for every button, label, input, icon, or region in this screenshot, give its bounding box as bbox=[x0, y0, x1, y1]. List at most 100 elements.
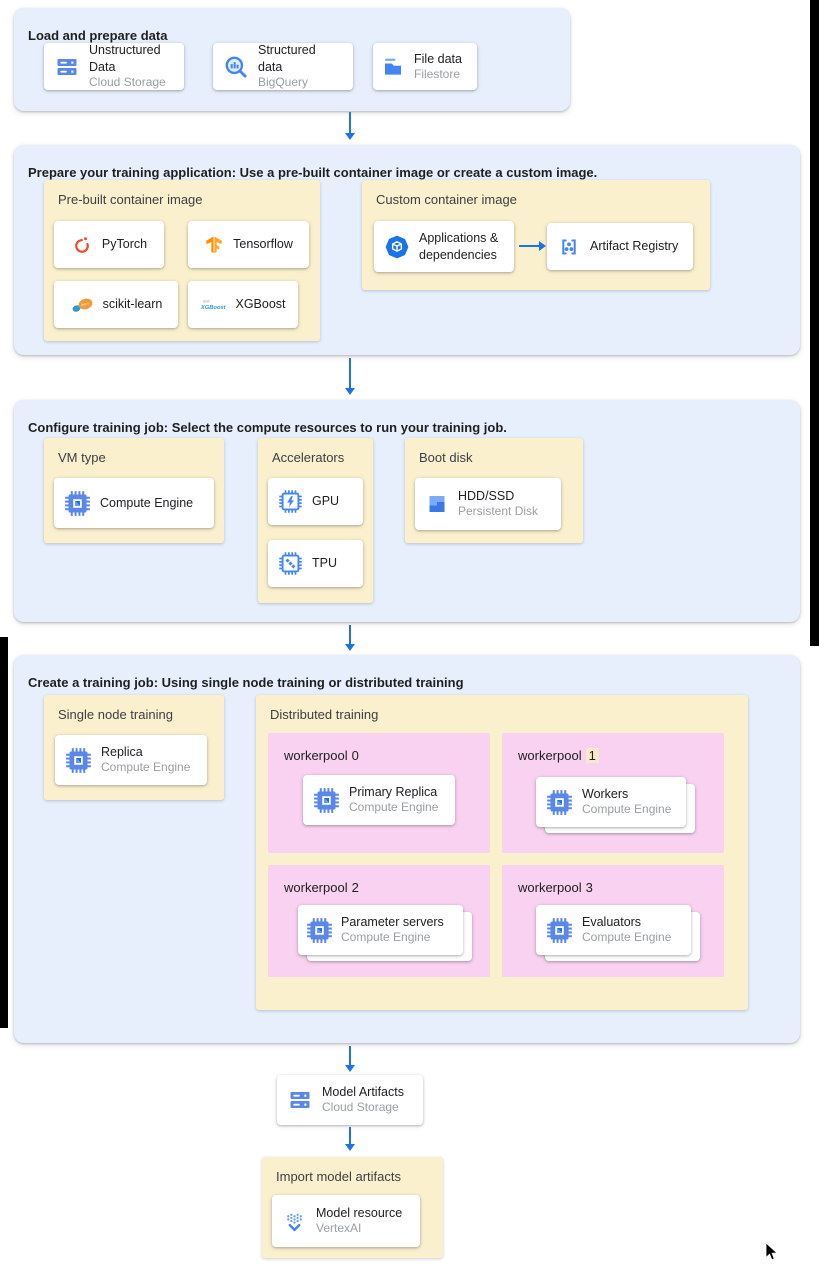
card-title: scikit-learn bbox=[102, 297, 163, 312]
custom-container-label: Custom container image bbox=[376, 192, 517, 207]
card-title: Primary Replica bbox=[349, 785, 438, 800]
tensorflow-icon bbox=[204, 234, 224, 256]
card-title: Applications & dependencies bbox=[419, 231, 499, 262]
card-title: XGBoost bbox=[235, 297, 286, 312]
card-scikit-learn: learn scikit-learn bbox=[54, 281, 178, 328]
card-tensorflow: Tensorflow bbox=[188, 221, 309, 268]
card-subtitle: Compute Engine bbox=[341, 930, 431, 945]
card-model-artifacts: Model Artifacts Cloud Storage bbox=[277, 1075, 423, 1125]
applications-icon bbox=[384, 234, 410, 260]
vertex-ai-icon bbox=[282, 1209, 307, 1234]
flow-arrow-3 bbox=[349, 625, 351, 645]
card-pytorch: PyTorch bbox=[54, 221, 164, 268]
card-artifact-registry: Artifact Registry bbox=[547, 223, 693, 270]
card-title: Unstructured Data bbox=[89, 43, 161, 74]
compute-engine-icon bbox=[546, 789, 573, 816]
card-title: Model resource bbox=[316, 1206, 403, 1221]
bigquery-icon bbox=[223, 54, 249, 80]
import-model-label: Import model artifacts bbox=[276, 1169, 401, 1184]
vm-type-label: VM type bbox=[58, 450, 106, 465]
card-subtitle: Compute Engine bbox=[582, 930, 672, 945]
card-title: Model Artifacts bbox=[322, 1085, 404, 1100]
distributed-training-label: Distributed training bbox=[270, 707, 379, 722]
filestore-icon bbox=[381, 55, 405, 79]
card-title: File data bbox=[414, 51, 462, 66]
card-gpu: GPU bbox=[268, 478, 363, 525]
panel-configure-title: Configure training job: Select the compu… bbox=[28, 419, 507, 435]
pytorch-icon bbox=[71, 234, 93, 256]
tpu-icon bbox=[278, 551, 303, 576]
compute-engine-icon bbox=[306, 917, 333, 944]
compute-engine-icon bbox=[546, 917, 573, 944]
card-parameter-servers: Parameter servers Compute Engine bbox=[298, 905, 463, 955]
card-subtitle: BigQuery bbox=[258, 74, 309, 89]
card-subtitle: Filestore bbox=[414, 66, 461, 81]
screenshot-edge-bar-right bbox=[810, 0, 819, 646]
card-title: TPU bbox=[312, 556, 337, 571]
card-evaluators: Evaluators Compute Engine bbox=[536, 905, 691, 955]
card-subtitle: Cloud Storage bbox=[89, 74, 166, 89]
card-subtitle: Compute Engine bbox=[101, 760, 191, 775]
card-title: Replica bbox=[101, 745, 143, 760]
mouse-cursor-icon bbox=[765, 1242, 779, 1267]
card-file-data: File data Filestore bbox=[373, 43, 477, 90]
card-title: Structured data bbox=[258, 43, 316, 74]
card-compute-engine: Compute Engine bbox=[54, 478, 214, 528]
flow-arrow-1 bbox=[349, 112, 351, 134]
card-subtitle: Compute Engine bbox=[349, 800, 439, 815]
svg-text:dmlc: dmlc bbox=[203, 299, 210, 303]
compute-engine-icon bbox=[313, 787, 340, 814]
card-title: Tensorflow bbox=[233, 237, 293, 252]
card-subtitle: VertexAI bbox=[316, 1221, 362, 1236]
compute-engine-icon bbox=[65, 747, 92, 774]
card-title: Artifact Registry bbox=[590, 239, 679, 254]
card-structured-data: Structured data BigQuery bbox=[213, 43, 353, 90]
boot-disk-label: Boot disk bbox=[419, 450, 473, 465]
card-title: GPU bbox=[312, 494, 340, 509]
scikit-learn-icon: learn bbox=[70, 294, 96, 316]
single-node-label: Single node training bbox=[58, 707, 173, 722]
panel-load-title: Load and prepare data bbox=[28, 27, 168, 43]
card-workers: Workers Compute Engine bbox=[536, 777, 686, 827]
xgboost-icon: dmlc XGBoost bbox=[200, 297, 228, 313]
card-title: Compute Engine bbox=[100, 495, 194, 510]
card-title: Evaluators bbox=[582, 915, 642, 930]
card-subtitle: Compute Engine bbox=[582, 802, 672, 817]
compute-engine-icon bbox=[64, 490, 91, 517]
svg-text:XGBoost: XGBoost bbox=[200, 305, 227, 311]
highlighted-number: 1 bbox=[585, 748, 599, 763]
card-xgboost: dmlc XGBoost XGBoost bbox=[188, 281, 298, 328]
card-unstructured-data: Unstructured Data Cloud Storage bbox=[44, 43, 184, 90]
card-subtitle: Cloud Storage bbox=[322, 1100, 399, 1115]
persistent-disk-icon bbox=[425, 492, 449, 516]
flow-arrow-2 bbox=[349, 358, 351, 389]
card-replica: Replica Compute Engine bbox=[55, 735, 207, 785]
card-title: Parameter servers bbox=[341, 915, 444, 930]
prebuilt-container-label: Pre-built container image bbox=[58, 192, 203, 207]
custom-container-arrow bbox=[519, 245, 540, 247]
panel-create-title: Create a training job: Using single node… bbox=[28, 674, 464, 690]
card-subtitle: Persistent Disk bbox=[458, 504, 539, 519]
cloud-storage-icon bbox=[54, 55, 80, 79]
card-title: PyTorch bbox=[101, 237, 148, 252]
screenshot-edge-bar-left bbox=[0, 637, 8, 1028]
card-tpu: TPU bbox=[268, 540, 363, 587]
flow-arrow-4 bbox=[349, 1046, 351, 1066]
gpu-icon bbox=[278, 489, 303, 514]
card-title: Workers bbox=[582, 787, 629, 802]
card-model-resource: Model resource VertexAI bbox=[272, 1195, 420, 1247]
artifact-registry-icon bbox=[557, 235, 581, 259]
card-primary-replica: Primary Replica Compute Engine bbox=[303, 775, 455, 825]
panel-prepare-title: Prepare your training application: Use a… bbox=[28, 164, 598, 180]
card-hdd-ssd: HDD/SSD Persistent Disk bbox=[415, 478, 561, 530]
cloud-storage-icon bbox=[287, 1088, 313, 1112]
svg-text:learn: learn bbox=[80, 301, 88, 307]
card-applications-dependencies: Applications & dependencies bbox=[374, 221, 514, 272]
accelerators-label: Accelerators bbox=[272, 450, 345, 465]
flow-arrow-5 bbox=[349, 1127, 351, 1145]
